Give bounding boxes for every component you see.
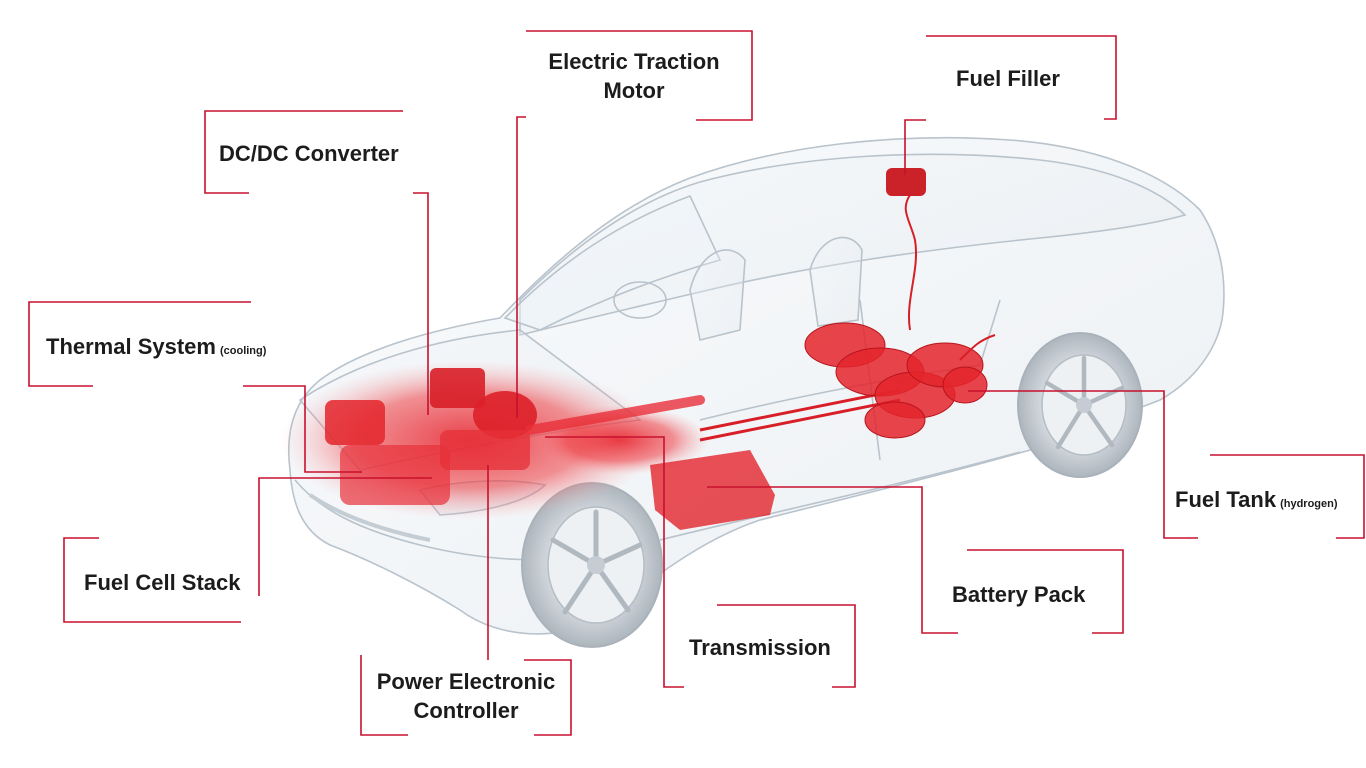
label-thermal-system-text: Thermal System [46, 334, 216, 359]
label-thermal-system-note: (cooling) [220, 345, 266, 357]
label-transmission-text: Transmission [689, 635, 831, 660]
label-fuel-tank-note: (hydrogen) [1280, 498, 1337, 510]
fuel-filler-block [886, 168, 926, 196]
label-power-electronic-controller-line1: Power Electronic [361, 667, 571, 696]
label-fuel-cell-stack: Fuel Cell Stack [84, 568, 241, 597]
power-controller-block [440, 430, 530, 470]
label-fuel-tank-text: Fuel Tank [1175, 487, 1276, 512]
thermal-system-block [325, 400, 385, 445]
label-electric-traction-motor-line1: Electric Traction [526, 47, 742, 76]
label-transmission: Transmission [689, 633, 831, 662]
label-dc-dc-converter: DC/DC Converter [219, 139, 399, 168]
fuel-cell-stack-block [340, 445, 450, 505]
label-fuel-tank: Fuel Tank (hydrogen) [1175, 485, 1338, 519]
label-electric-traction-motor: Electric Traction Motor [526, 47, 742, 105]
label-battery-pack: Battery Pack [952, 580, 1085, 609]
label-power-electronic-controller: Power Electronic Controller [361, 667, 571, 725]
label-electric-traction-motor-line2: Motor [526, 76, 742, 105]
label-fuel-filler-text: Fuel Filler [956, 66, 1060, 91]
label-dc-dc-converter-text: DC/DC Converter [219, 141, 399, 166]
dc-dc-converter-block [430, 368, 485, 408]
label-fuel-cell-stack-text: Fuel Cell Stack [84, 570, 241, 595]
label-fuel-filler: Fuel Filler [930, 64, 1086, 93]
label-thermal-system: Thermal System (cooling) [46, 332, 266, 366]
rear-wheel [1018, 333, 1142, 477]
label-battery-pack-text: Battery Pack [952, 582, 1085, 607]
label-power-electronic-controller-line2: Controller [361, 696, 571, 725]
